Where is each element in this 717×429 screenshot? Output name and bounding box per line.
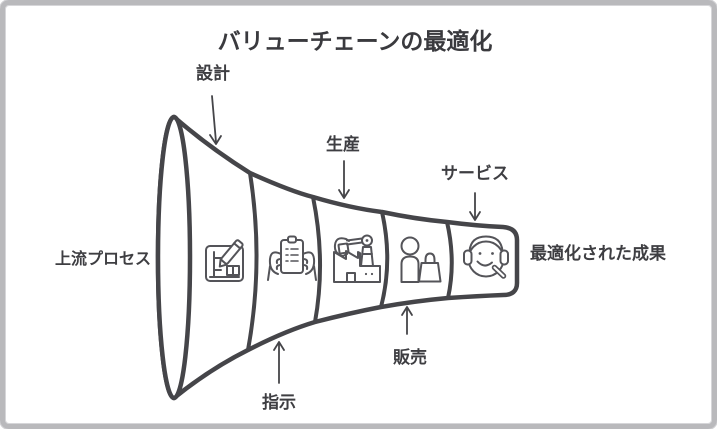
sales-arrow [401,306,413,335]
production-factory-icon [333,234,381,283]
stage-label-design: 設計 [196,64,230,83]
stage-label-instruction: 指示 [262,393,296,412]
sales-person-bag-icon [400,236,442,283]
stage-label-service: サービス [441,164,509,183]
production-arrow [338,160,350,199]
instruction-arrow [273,341,285,384]
segment-divider-4 [445,220,454,300]
segment-divider-1 [246,171,259,352]
funnel-mouth-rim [155,114,193,401]
design-arrow [209,95,222,145]
optimized-outcome-label: 最適化された成果 [530,244,666,263]
service-headset-icon [463,235,509,279]
design-blueprint-icon [205,239,244,282]
segment-divider-3 [379,210,390,309]
service-arrow [469,192,481,221]
upstream-process-label: 上流プロセス [55,251,152,268]
diagram-title: バリューチェーンの最適化 [217,28,493,54]
stage-label-production: 生産 [326,135,360,154]
instruction-clipboard-icon [267,235,317,281]
stage-label-sales: 販売 [393,348,427,367]
segment-divider-2 [311,195,322,324]
